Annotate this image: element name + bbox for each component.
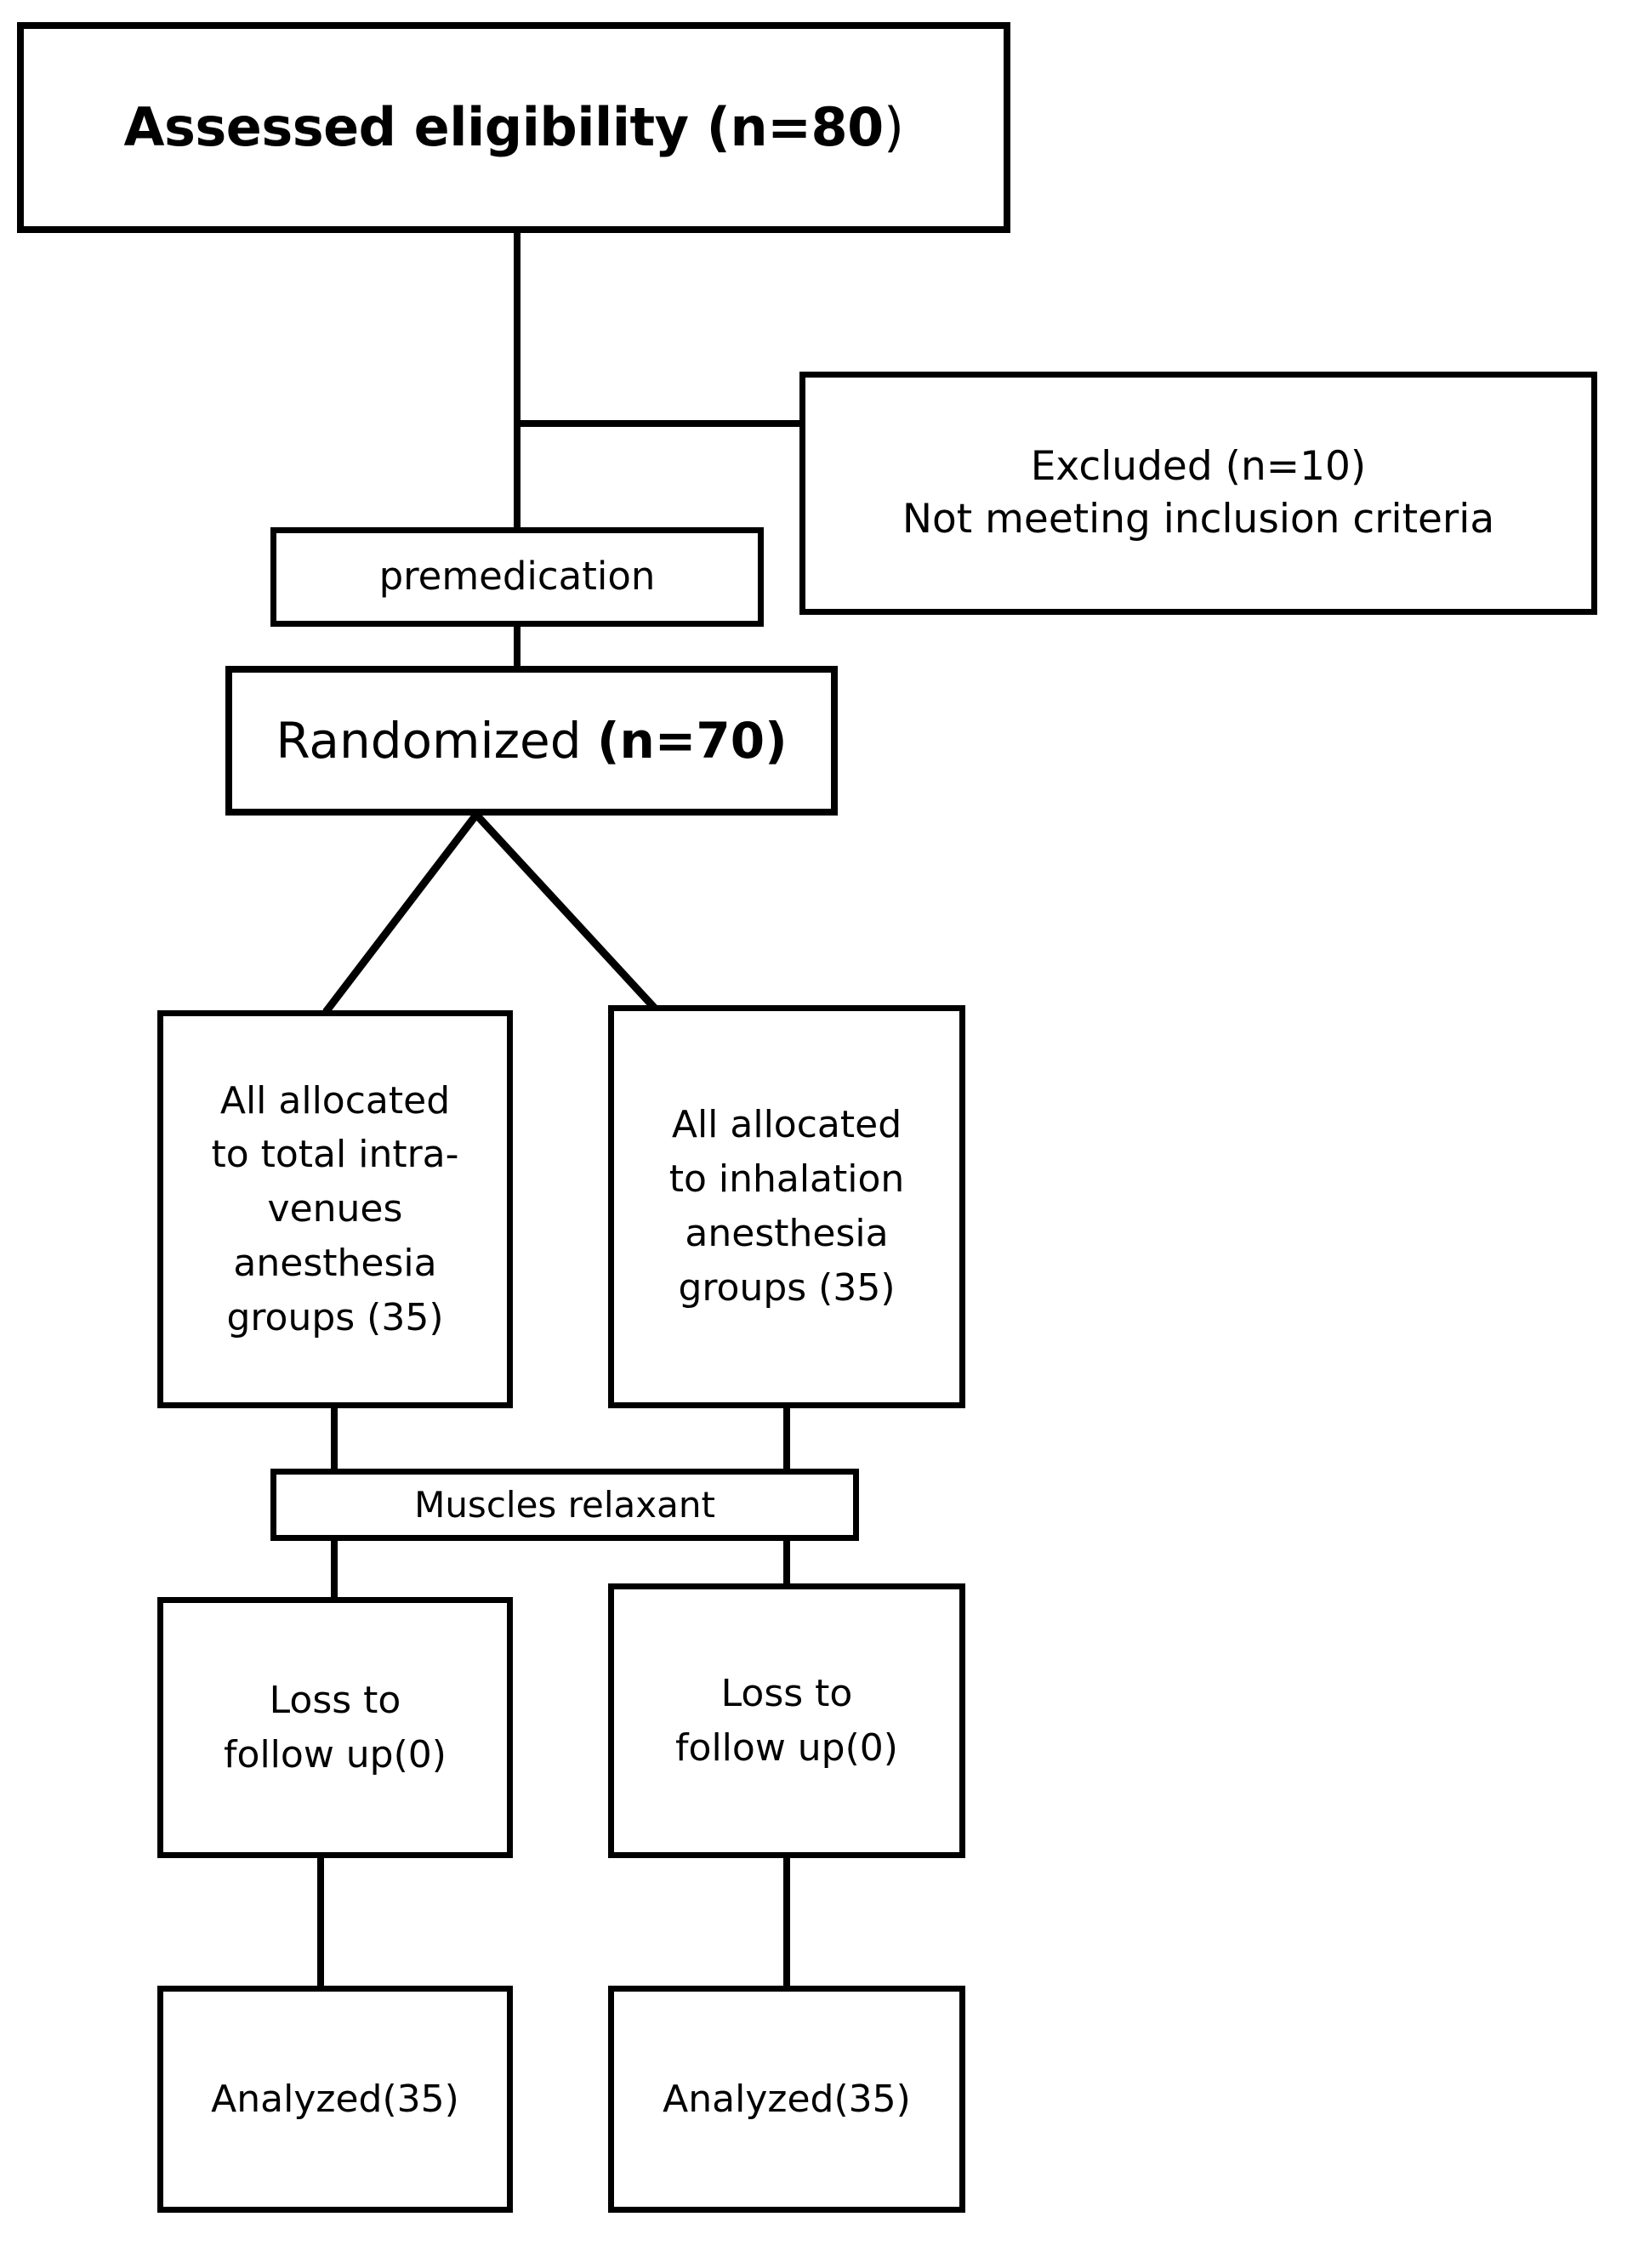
node-loss-to-follow-up-left: Loss to follow up(0)	[157, 1597, 513, 1858]
node-premedication-label: premedication	[378, 554, 656, 600]
node-analyzed-right: Analyzed(35)	[608, 1986, 965, 2213]
node-allocation-inhalation: All allocated to inhalation anesthesia g…	[608, 1005, 965, 1408]
connector-trunk-to-excluded	[521, 420, 803, 427]
connector-alloc-right-to-muscles-relaxant	[783, 1403, 790, 1473]
connector-alloc-left-to-muscles-relaxant	[331, 1403, 338, 1473]
node-muscles-relaxant-label: Muscles relaxant	[414, 1483, 715, 1526]
connector-muscles-relaxant-to-loss-left	[331, 1536, 338, 1602]
connector-loss-right-to-analyzed-right	[783, 1854, 790, 1990]
node-analyzed-left: Analyzed(35)	[157, 1986, 513, 2213]
node-randomized: Randomized (n=70)	[225, 666, 838, 816]
node-loss-to-follow-up-right: Loss to follow up(0)	[608, 1583, 965, 1858]
node-excluded: Excluded (n=10) Not meeting inclusion cr…	[799, 372, 1597, 615]
node-excluded-label: Excluded (n=10) Not meeting inclusion cr…	[902, 442, 1495, 543]
node-allocation-inhalation-label: All allocated to inhalation anesthesia g…	[668, 1103, 905, 1310]
node-premedication: premedication	[270, 527, 764, 627]
node-loss-to-follow-up-left-label: Loss to follow up(0)	[224, 1678, 447, 1776]
node-analyzed-right-label: Analyzed(35)	[663, 2077, 911, 2121]
connector-muscles-relaxant-to-loss-right	[783, 1536, 790, 1602]
node-assessed-eligibility-label: Assessed eligibility (n=80)	[123, 96, 904, 159]
node-assessed-eligibility: Assessed eligibility (n=80)	[17, 22, 1010, 233]
node-allocation-tiva: All allocated to total intra- venues ane…	[157, 1010, 513, 1408]
node-allocation-tiva-label: All allocated to total intra- venues ane…	[211, 1078, 459, 1339]
node-analyzed-left-label: Analyzed(35)	[211, 2077, 459, 2121]
connector-premedication-to-randomized	[514, 623, 521, 671]
connector-loss-left-to-analyzed-left	[317, 1854, 324, 1990]
connector-assessed-to-premedication	[514, 228, 521, 531]
node-randomized-label: Randomized (n=70)	[276, 711, 788, 770]
node-loss-to-follow-up-right-label: Loss to follow up(0)	[675, 1671, 898, 1770]
node-muscles-relaxant: Muscles relaxant	[270, 1469, 859, 1541]
